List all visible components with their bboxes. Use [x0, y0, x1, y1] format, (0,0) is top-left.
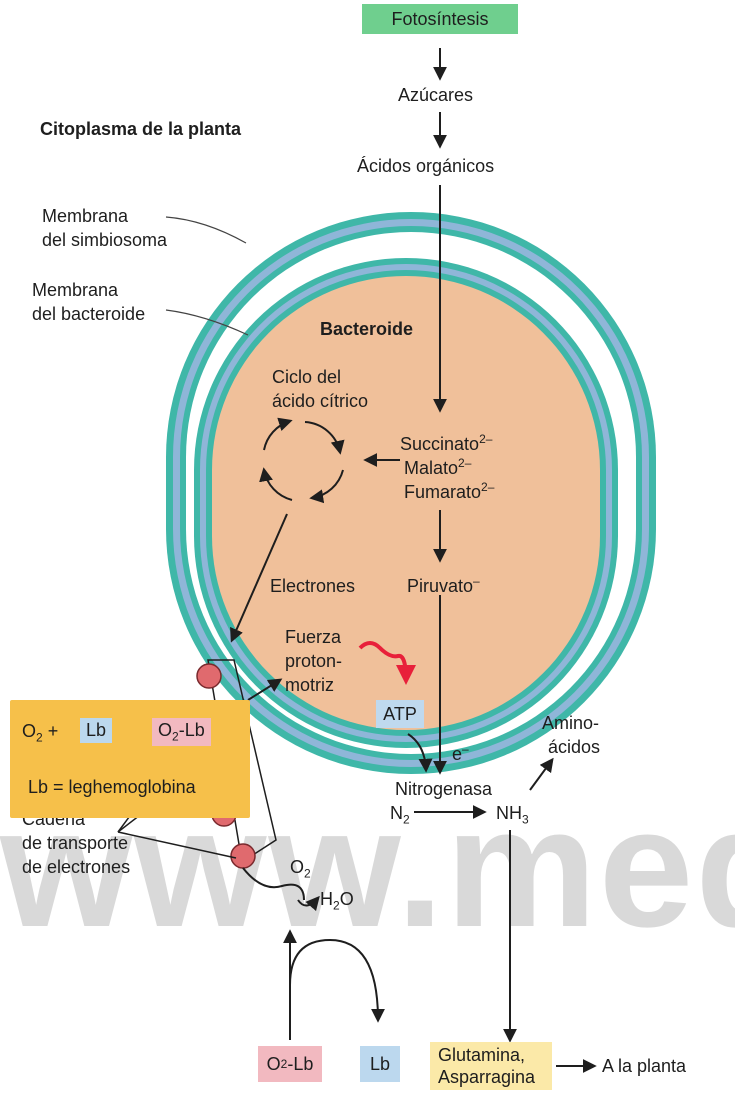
- membrana-bacteroide-label-1: Membrana: [32, 279, 118, 301]
- o2-label: O2: [290, 856, 311, 885]
- fuerza-label-2: proton-: [285, 650, 342, 672]
- membrana-simbiosoma-label-2: del simbiosoma: [42, 229, 167, 251]
- fotosintesis-label: Fotosíntesis: [391, 9, 488, 30]
- amino-label-2: ácidos: [548, 736, 600, 758]
- n2-label: N2: [390, 802, 410, 831]
- legend-o2lb-box: O2-Lb: [152, 718, 211, 746]
- fuerza-label-1: Fuerza: [285, 626, 341, 648]
- fumarato-label: Fumarato2–: [404, 476, 494, 503]
- h2o-label: H2O: [320, 888, 354, 917]
- glutamina-box: Glutamina, Asparragina: [430, 1042, 552, 1090]
- a-la-planta-label: A la planta: [602, 1055, 686, 1077]
- ciclo-label-1: Ciclo del: [272, 366, 341, 388]
- amino-label-1: Amino-: [542, 712, 599, 734]
- membrana-simbiosoma-label-1: Membrana: [42, 205, 128, 227]
- cadena-label-2: de transporte: [22, 832, 128, 854]
- nh3-label: NH3: [496, 802, 529, 831]
- fuerza-label-3: motriz: [285, 674, 334, 696]
- succinato-label: Succinato2–: [400, 428, 492, 455]
- acidos-organicos-label: Ácidos orgánicos: [357, 155, 494, 177]
- citoplasma-label: Citoplasma de la planta: [40, 118, 241, 140]
- lb-box: Lb: [360, 1046, 400, 1082]
- cadena-label-3: de electrones: [22, 856, 130, 878]
- piruvato-label: Piruvato–: [407, 570, 480, 597]
- malato-label: Malato2–: [404, 452, 471, 479]
- asparragina-label: Asparragina: [438, 1066, 552, 1088]
- atp-box: ATP: [376, 700, 424, 728]
- membrana-bacteroide-label-2: del bacteroide: [32, 303, 145, 325]
- electrones-label: Electrones: [270, 575, 355, 597]
- nitrogenasa-label: Nitrogenasa: [395, 778, 492, 800]
- legend-lb-box: Lb: [80, 718, 112, 743]
- azucares-label: Azúcares: [398, 84, 473, 106]
- ciclo-label-2: ácido cítrico: [272, 390, 368, 412]
- e-minus-label: e–: [452, 738, 469, 765]
- fotosintesis-box: Fotosíntesis: [362, 4, 518, 34]
- bacteroide-label: Bacteroide: [320, 318, 413, 340]
- legend-definition: Lb = leghemoglobina: [28, 776, 196, 798]
- legend-box: O2 + Lb O2-Lb Lb = leghemoglobina: [10, 700, 250, 818]
- legend-o2: O2 +: [22, 720, 58, 749]
- glutamina-label: Glutamina,: [438, 1044, 552, 1066]
